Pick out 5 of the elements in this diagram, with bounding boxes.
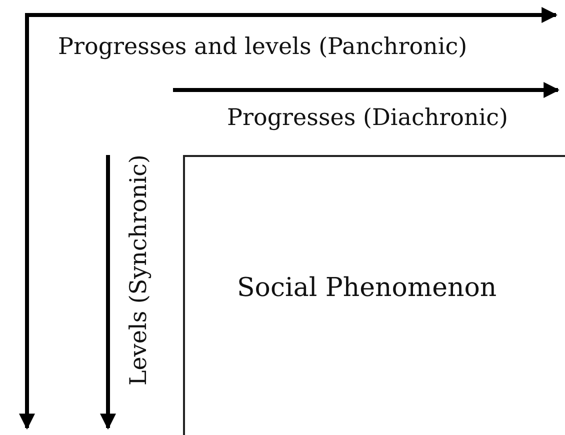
direction-label: Progresses and levels (Panchronic) — [58, 34, 468, 62]
phenomenon-box — [183, 155, 565, 435]
box-title: Social Phenomenon — [237, 273, 497, 303]
direction-label: Levels (Synchronic) — [126, 154, 154, 386]
direction-label: Progresses (Diachronic) — [227, 105, 508, 133]
